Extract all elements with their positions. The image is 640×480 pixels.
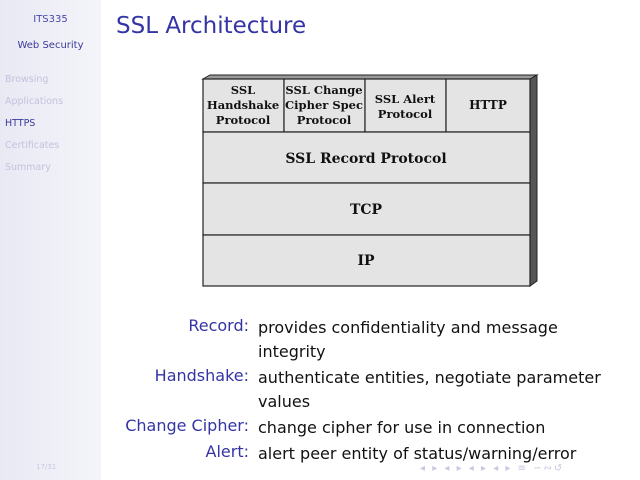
http-label: HTTP [469,98,507,112]
sidebar-title: Web Security [17,40,84,51]
definition-desc: alert peer entity of status/warning/erro… [258,444,577,463]
change-cipher-line-1: SSL Change [285,83,362,97]
course-code: ITS335 [33,14,68,25]
change-cipher-line-3: Protocol [297,113,352,127]
page-number: 17/31 [36,463,57,471]
handshake-line-3: Protocol [216,113,271,127]
alert-line-1: SSL Alert [375,92,436,106]
handshake-protocol-box [202,78,285,133]
record-protocol-label: SSL Record Protocol [285,151,446,167]
definition-desc: provides confidentiality and message int… [258,318,558,361]
handshake-line-1: SSL [231,83,255,97]
ip-layer [202,234,531,287]
definition-term: Record: [188,316,249,335]
sidebar: ITS335 Web Security Browsing Application… [0,0,101,480]
sidebar-item-browsing[interactable]: Browsing [5,74,49,85]
definition-term: Handshake: [154,366,249,385]
sidebar-item-https[interactable]: HTTPS [5,118,36,129]
alert-line-2: Protocol [378,107,433,121]
record-protocol-layer [202,131,531,184]
ssl-architecture-diagram: SSL Handshake Protocol SSL Change Cipher… [201,74,541,294]
tcp-label: TCP [350,202,383,218]
alert-protocol-box [364,78,447,133]
http-box [445,78,531,133]
change-cipher-line-2: Cipher Spec [285,98,363,112]
definition-term: Change Cipher: [125,416,249,435]
sidebar-item-certificates[interactable]: Certificates [5,140,60,151]
ip-label: IP [357,253,375,269]
handshake-line-2: Handshake [207,98,279,112]
diagram-svg: SSL Handshake Protocol SSL Change Cipher… [201,74,539,287]
beamer-navigation-bar[interactable]: ◂ ▸ ◂ ▸ ◂ ▸ ◂ ▸ ≡ ∽∾↺ [420,463,565,474]
diagram-side-face [529,74,538,287]
sidebar-item-summary[interactable]: Summary [5,162,51,173]
definition-desc: change cipher for use in connection [258,418,546,437]
sidebar-item-applications[interactable]: Applications [5,96,64,107]
definition-desc: authenticate entities, negotiate paramet… [258,368,601,411]
slide-title: SSL Architecture [116,13,307,39]
tcp-layer [202,182,531,236]
definition-term: Alert: [205,442,249,461]
